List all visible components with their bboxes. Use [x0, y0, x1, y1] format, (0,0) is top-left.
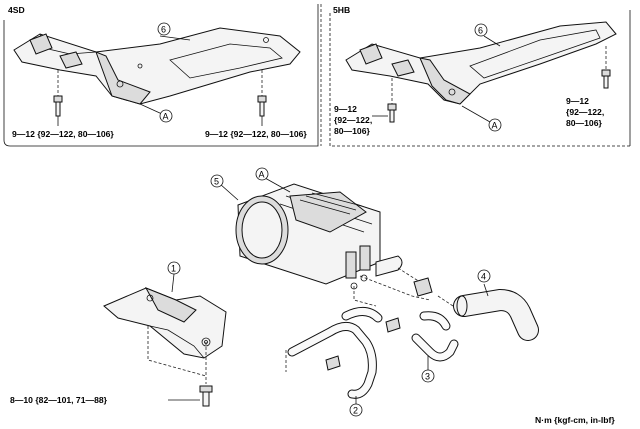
callout-1	[167, 261, 181, 275]
callout-2	[349, 403, 363, 417]
panel-title-5hb: 5HB	[333, 5, 350, 15]
torque-5hb-left-l2: {92—122,	[334, 115, 372, 125]
callout-4-label: 4	[481, 272, 486, 282]
callout-5-label: 5	[214, 177, 219, 187]
callout-3-label: 3	[425, 372, 430, 382]
callout-6-5hb	[474, 23, 488, 37]
callout-4	[477, 269, 491, 283]
hose-4	[453, 288, 539, 341]
callout-a-4sd-label: A	[163, 112, 169, 122]
callout-6-4sd-label: 6	[161, 25, 166, 35]
torque-5hb-right-l1: 9—12	[566, 96, 589, 106]
callout-1-label: 1	[171, 264, 176, 274]
torque-5hb-left-l3: 80—106}	[334, 126, 370, 136]
units-note: N·m {kgf-cm, in-lbf}	[535, 415, 615, 425]
charcoal-canister	[235, 183, 403, 290]
callout-6-4sd	[157, 22, 171, 36]
bolt-4sd-left	[53, 70, 63, 117]
bracket-bolt	[199, 385, 213, 407]
hose-2	[287, 307, 401, 399]
torque-4sd-right: 9—12 {92—122, 80—106}	[205, 129, 307, 139]
hose-3	[411, 277, 459, 362]
torque-5hb-right-l3: 80—106}	[566, 118, 602, 128]
callout-a-4sd	[159, 109, 173, 123]
callout-2-label: 2	[353, 406, 358, 416]
bolt-5hb-left	[387, 78, 397, 123]
callout-3	[421, 369, 435, 383]
bolt-5hb-right	[601, 46, 611, 89]
callout-a-5hb	[488, 118, 502, 132]
panel-title-4sd: 4SD	[8, 5, 25, 15]
bolt-4sd-right	[257, 70, 267, 117]
frame-5hb	[329, 12, 630, 147]
callout-a-canister	[255, 167, 269, 181]
callout-a-5hb-label: A	[492, 121, 498, 131]
torque-5hb-left-l1: 9—12	[334, 104, 357, 114]
cover-5hb	[345, 21, 617, 105]
frame-4sd	[3, 4, 319, 147]
callout-6-5hb-label: 6	[478, 26, 483, 36]
cover-4sd	[13, 27, 301, 105]
canister-bracket	[103, 287, 227, 359]
torque-4sd-left: 9—12 {92—122, 80—106}	[12, 129, 114, 139]
callout-a-canister-label: A	[259, 170, 265, 180]
torque-5hb-right-l2: {92—122,	[566, 107, 604, 117]
torque-bracket: 8—10 {82—101, 71—88}	[10, 395, 108, 405]
callout-5	[210, 174, 224, 188]
